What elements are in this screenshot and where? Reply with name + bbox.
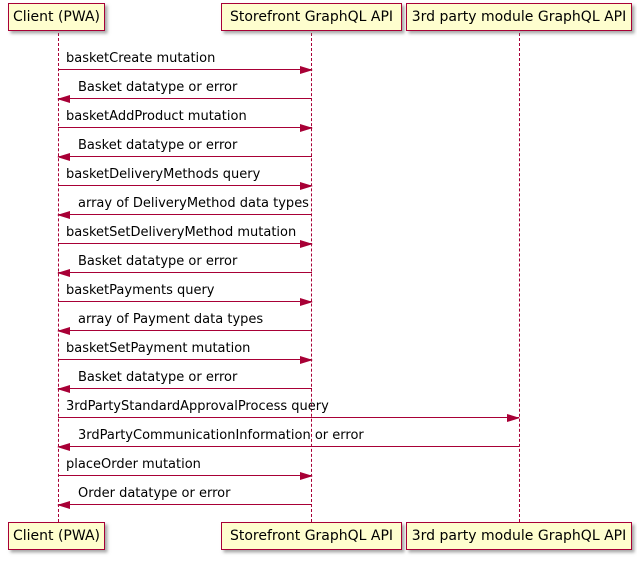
message-label: basketCreate mutation xyxy=(66,51,216,66)
arrow-line xyxy=(58,388,312,389)
arrowhead-right-icon xyxy=(300,298,313,306)
arrow-line xyxy=(58,185,312,186)
lifeline-thirdparty xyxy=(519,33,520,522)
participant-label: Storefront GraphQL API xyxy=(229,528,394,544)
message-order-return: Order datatype or error xyxy=(57,484,312,509)
arrow-line xyxy=(58,330,312,331)
arrowhead-left-icon xyxy=(57,443,70,451)
participant-bottom-storefront: Storefront GraphQL API xyxy=(221,522,402,550)
arrow-line xyxy=(58,98,312,99)
message-label: 3rdPartyCommunicationInformation or erro… xyxy=(78,428,364,443)
lifeline-storefront xyxy=(311,33,312,522)
message-label: Basket datatype or error xyxy=(78,138,238,153)
message-basket-return: Basket datatype or error xyxy=(57,368,312,393)
participant-bottom-thirdparty: 3rd party module GraphQL API xyxy=(406,522,632,550)
message-label: Basket datatype or error xyxy=(78,254,238,269)
arrowhead-right-icon xyxy=(507,414,520,422)
message-label: basketDeliveryMethods query xyxy=(66,167,261,182)
arrowhead-left-icon xyxy=(57,327,70,335)
arrowhead-left-icon xyxy=(57,153,70,161)
message-basket-return: Basket datatype or error xyxy=(57,136,312,161)
arrowhead-right-icon xyxy=(300,66,313,74)
arrow-line xyxy=(58,272,312,273)
message-label: Basket datatype or error xyxy=(78,370,238,385)
participant-bottom-client: Client (PWA) xyxy=(8,522,105,550)
arrowhead-left-icon xyxy=(57,269,70,277)
arrow-line xyxy=(58,127,312,128)
message-basket-return: Basket datatype or error xyxy=(57,78,312,103)
message-label: basketAddProduct mutation xyxy=(66,109,247,124)
participant-label: Storefront GraphQL API xyxy=(229,9,394,25)
message-3rdPartyCommunicationInformation-return: 3rdPartyCommunicationInformation or erro… xyxy=(57,426,519,451)
message-label: basketSetPayment mutation xyxy=(66,341,251,356)
arrow-line xyxy=(58,504,312,505)
arrow-line xyxy=(58,359,312,360)
participant-top-client: Client (PWA) xyxy=(8,3,105,31)
message-basketSetPayment: basketSetPayment mutation xyxy=(58,339,313,364)
message-label: array of Payment data types xyxy=(78,312,264,327)
message-basketPayments: basketPayments query xyxy=(58,281,313,306)
message-placeOrder: placeOrder mutation xyxy=(58,455,313,480)
message-basketSetDeliveryMethod: basketSetDeliveryMethod mutation xyxy=(58,223,313,248)
message-deliverymethods-return: array of DeliveryMethod data types xyxy=(57,194,312,219)
participant-label: Client (PWA) xyxy=(12,528,100,544)
arrowhead-right-icon xyxy=(300,124,313,132)
participant-label: 3rd party module GraphQL API xyxy=(411,528,627,544)
arrow-line xyxy=(58,69,312,70)
message-label: basketPayments query xyxy=(66,283,215,298)
arrowhead-right-icon xyxy=(300,240,313,248)
arrow-line xyxy=(58,214,312,215)
message-basketAddProduct: basketAddProduct mutation xyxy=(58,107,313,132)
message-label: Order datatype or error xyxy=(78,486,231,501)
message-label: Basket datatype or error xyxy=(78,80,238,95)
participant-top-thirdparty: 3rd party module GraphQL API xyxy=(406,3,632,31)
arrow-line xyxy=(58,417,519,418)
arrowhead-left-icon xyxy=(57,385,70,393)
message-label: placeOrder mutation xyxy=(66,457,201,472)
participant-label: Client (PWA) xyxy=(12,9,100,25)
message-payments-return: array of Payment data types xyxy=(57,310,312,335)
arrowhead-left-icon xyxy=(57,211,70,219)
arrow-line xyxy=(58,243,312,244)
lifeline-client xyxy=(58,33,59,522)
participant-top-storefront: Storefront GraphQL API xyxy=(221,3,402,31)
arrowhead-right-icon xyxy=(300,182,313,190)
arrowhead-left-icon xyxy=(57,95,70,103)
message-basket-return: Basket datatype or error xyxy=(57,252,312,277)
arrowhead-right-icon xyxy=(300,472,313,480)
arrowhead-right-icon xyxy=(300,356,313,364)
arrow-line xyxy=(58,475,312,476)
message-3rdPartyStandardApprovalProcess: 3rdPartyStandardApprovalProcess query xyxy=(58,397,520,422)
arrow-line xyxy=(58,156,312,157)
message-label: array of DeliveryMethod data types xyxy=(78,196,309,211)
arrow-line xyxy=(58,446,519,447)
message-label: basketSetDeliveryMethod mutation xyxy=(66,225,297,240)
arrow-line xyxy=(58,301,312,302)
message-basketCreate: basketCreate mutation xyxy=(58,49,313,74)
message-label: 3rdPartyStandardApprovalProcess query xyxy=(66,399,329,414)
arrowhead-left-icon xyxy=(57,501,70,509)
participant-label: 3rd party module GraphQL API xyxy=(411,9,627,25)
message-basketDeliveryMethods: basketDeliveryMethods query xyxy=(58,165,313,190)
